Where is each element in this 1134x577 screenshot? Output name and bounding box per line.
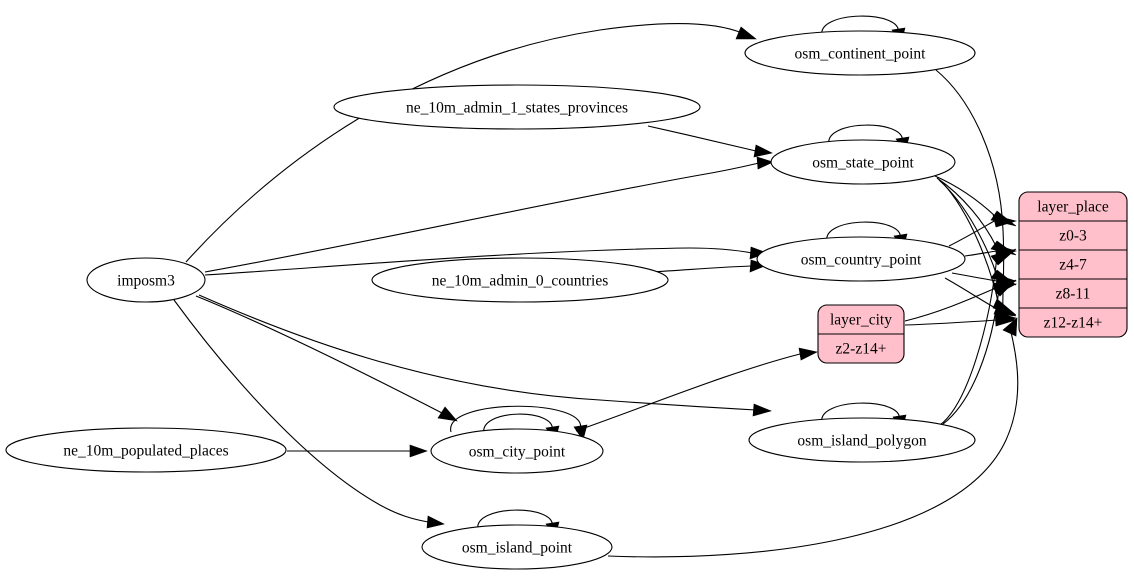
edge-osm_island_point-to-layer_place-z12 [607,327,1019,558]
arrowhead-imposm3-osm_island_polygon [752,403,772,417]
arrowhead-osm_city_point-layer_city [798,347,818,361]
node-osm_country_point[interactable]: osm_country_point [756,236,966,282]
edge-osm_island_polygon-to-layer_place-z4 [939,255,998,426]
node-ne_countries-shape[interactable] [371,257,669,303]
arrowhead-ne_populated-osm_city_point [409,444,428,458]
selfloop-osm_city_point [483,413,553,435]
edge-arc-into-osm_city_point [450,405,581,433]
node-osm_city_point-shape[interactable] [430,428,604,474]
edge-ne_countries-to-osm_country_point [650,265,752,273]
edge-osm_country_point-to-layer_place-z4 [964,250,998,257]
arrowhead-osm_island_polygon-layer_place-z4 [990,248,1017,266]
edge-layer_city-to-layer_place-z12 [904,319,998,326]
arrowhead-osm_country_point-layer_place-z0 [992,214,1018,228]
node-osm_state_point-shape[interactable] [770,139,956,185]
edge-osm_country_point-to-layer_place-z12 [944,277,998,310]
selfloop-osm_continent_point [821,15,899,37]
arrowhead-osm_island_polygon-layer_place-z8 [992,279,1017,297]
edge-imposm3-to-osm_city_point [195,295,443,414]
node-osm_island_polygon[interactable]: osm_island_polygon [748,417,976,463]
node-layer: imposm3 ne_10m_admin_1_states_provinces … [5,30,976,570]
arrowhead-imposm3-osm_city_point [437,406,458,422]
edge-ne_states-to-osm_state_point [647,125,757,152]
arrowhead-imposm3-osm_island_point [426,515,445,529]
node-osm_country_point-shape[interactable] [756,236,966,282]
selfloop-osm_island_point [477,509,553,531]
record-layer_place-box[interactable] [1018,191,1128,338]
node-ne_states-shape[interactable] [333,84,701,130]
node-ne_10m_admin_0_countries[interactable]: ne_10m_admin_0_countries [371,257,669,303]
edge-imposm3-to-osm_island_polygon [198,294,757,411]
arrowhead-layer_city-layer_place-z12 [995,313,1018,327]
edge-layer_city-to-layer_place-z8 [904,287,997,322]
record-layer_city[interactable]: layer_city z2-z14+ [817,304,905,364]
node-osm_island_point-shape[interactable] [421,524,613,570]
arrowhead-ne_states-osm_state_point [753,144,773,158]
selfloop-osm_country_point [826,221,901,243]
edge-imposm3-to-osm_continent_point [185,22,743,263]
selfloop-osm_island_polygon [821,402,900,424]
arrowhead-osm_island_point-layer_place-z12 [1002,317,1018,337]
node-imposm3-shape[interactable] [86,257,206,303]
node-ne_10m_admin_1_states_provinces[interactable]: ne_10m_admin_1_states_provinces [333,84,701,130]
node-ne_10m_populated_places[interactable]: ne_10m_populated_places [5,427,287,473]
edge-osm_state_point-to-layer_place-z4 [936,177,997,247]
node-osm_island_point[interactable]: osm_island_point [421,524,613,570]
arrowhead-imposm3-osm_state_point [756,156,774,170]
arrowhead-imposm3-osm_continent_point [735,26,757,40]
node-imposm3[interactable]: imposm3 [86,257,206,303]
selfloop-osm_state_point [828,124,903,146]
edge-layer [173,15,1019,558]
edge-osm_country_point-to-layer_place-z0 [948,219,997,247]
node-osm_city_point[interactable]: osm_city_point [430,428,604,474]
node-osm_continent_point-shape[interactable] [744,30,976,76]
node-osm_continent_point[interactable]: osm_continent_point [744,30,976,76]
node-osm_island_polygon-shape[interactable] [748,417,976,463]
node-ne_populated-shape[interactable] [5,427,287,473]
edge-imposm3-to-osm_country_point [204,247,753,276]
edge-osm_state_point-to-layer_place-z0 [934,175,996,217]
edge-osm_island_polygon-to-layer_place-z8 [942,288,1000,425]
edge-imposm3-to-osm_island_point [173,299,429,523]
edge-imposm3-to-osm_state_point [204,162,760,273]
record-layer_place[interactable]: layer_place z0-3 z4-7 z8-11 z12-z14+ [1018,191,1128,338]
edge-osm_city_point-to-layer_city [575,353,801,432]
node-osm_state_point[interactable]: osm_state_point [770,139,956,185]
edge-osm_state_point-to-layer_place-z12 [940,180,1000,307]
